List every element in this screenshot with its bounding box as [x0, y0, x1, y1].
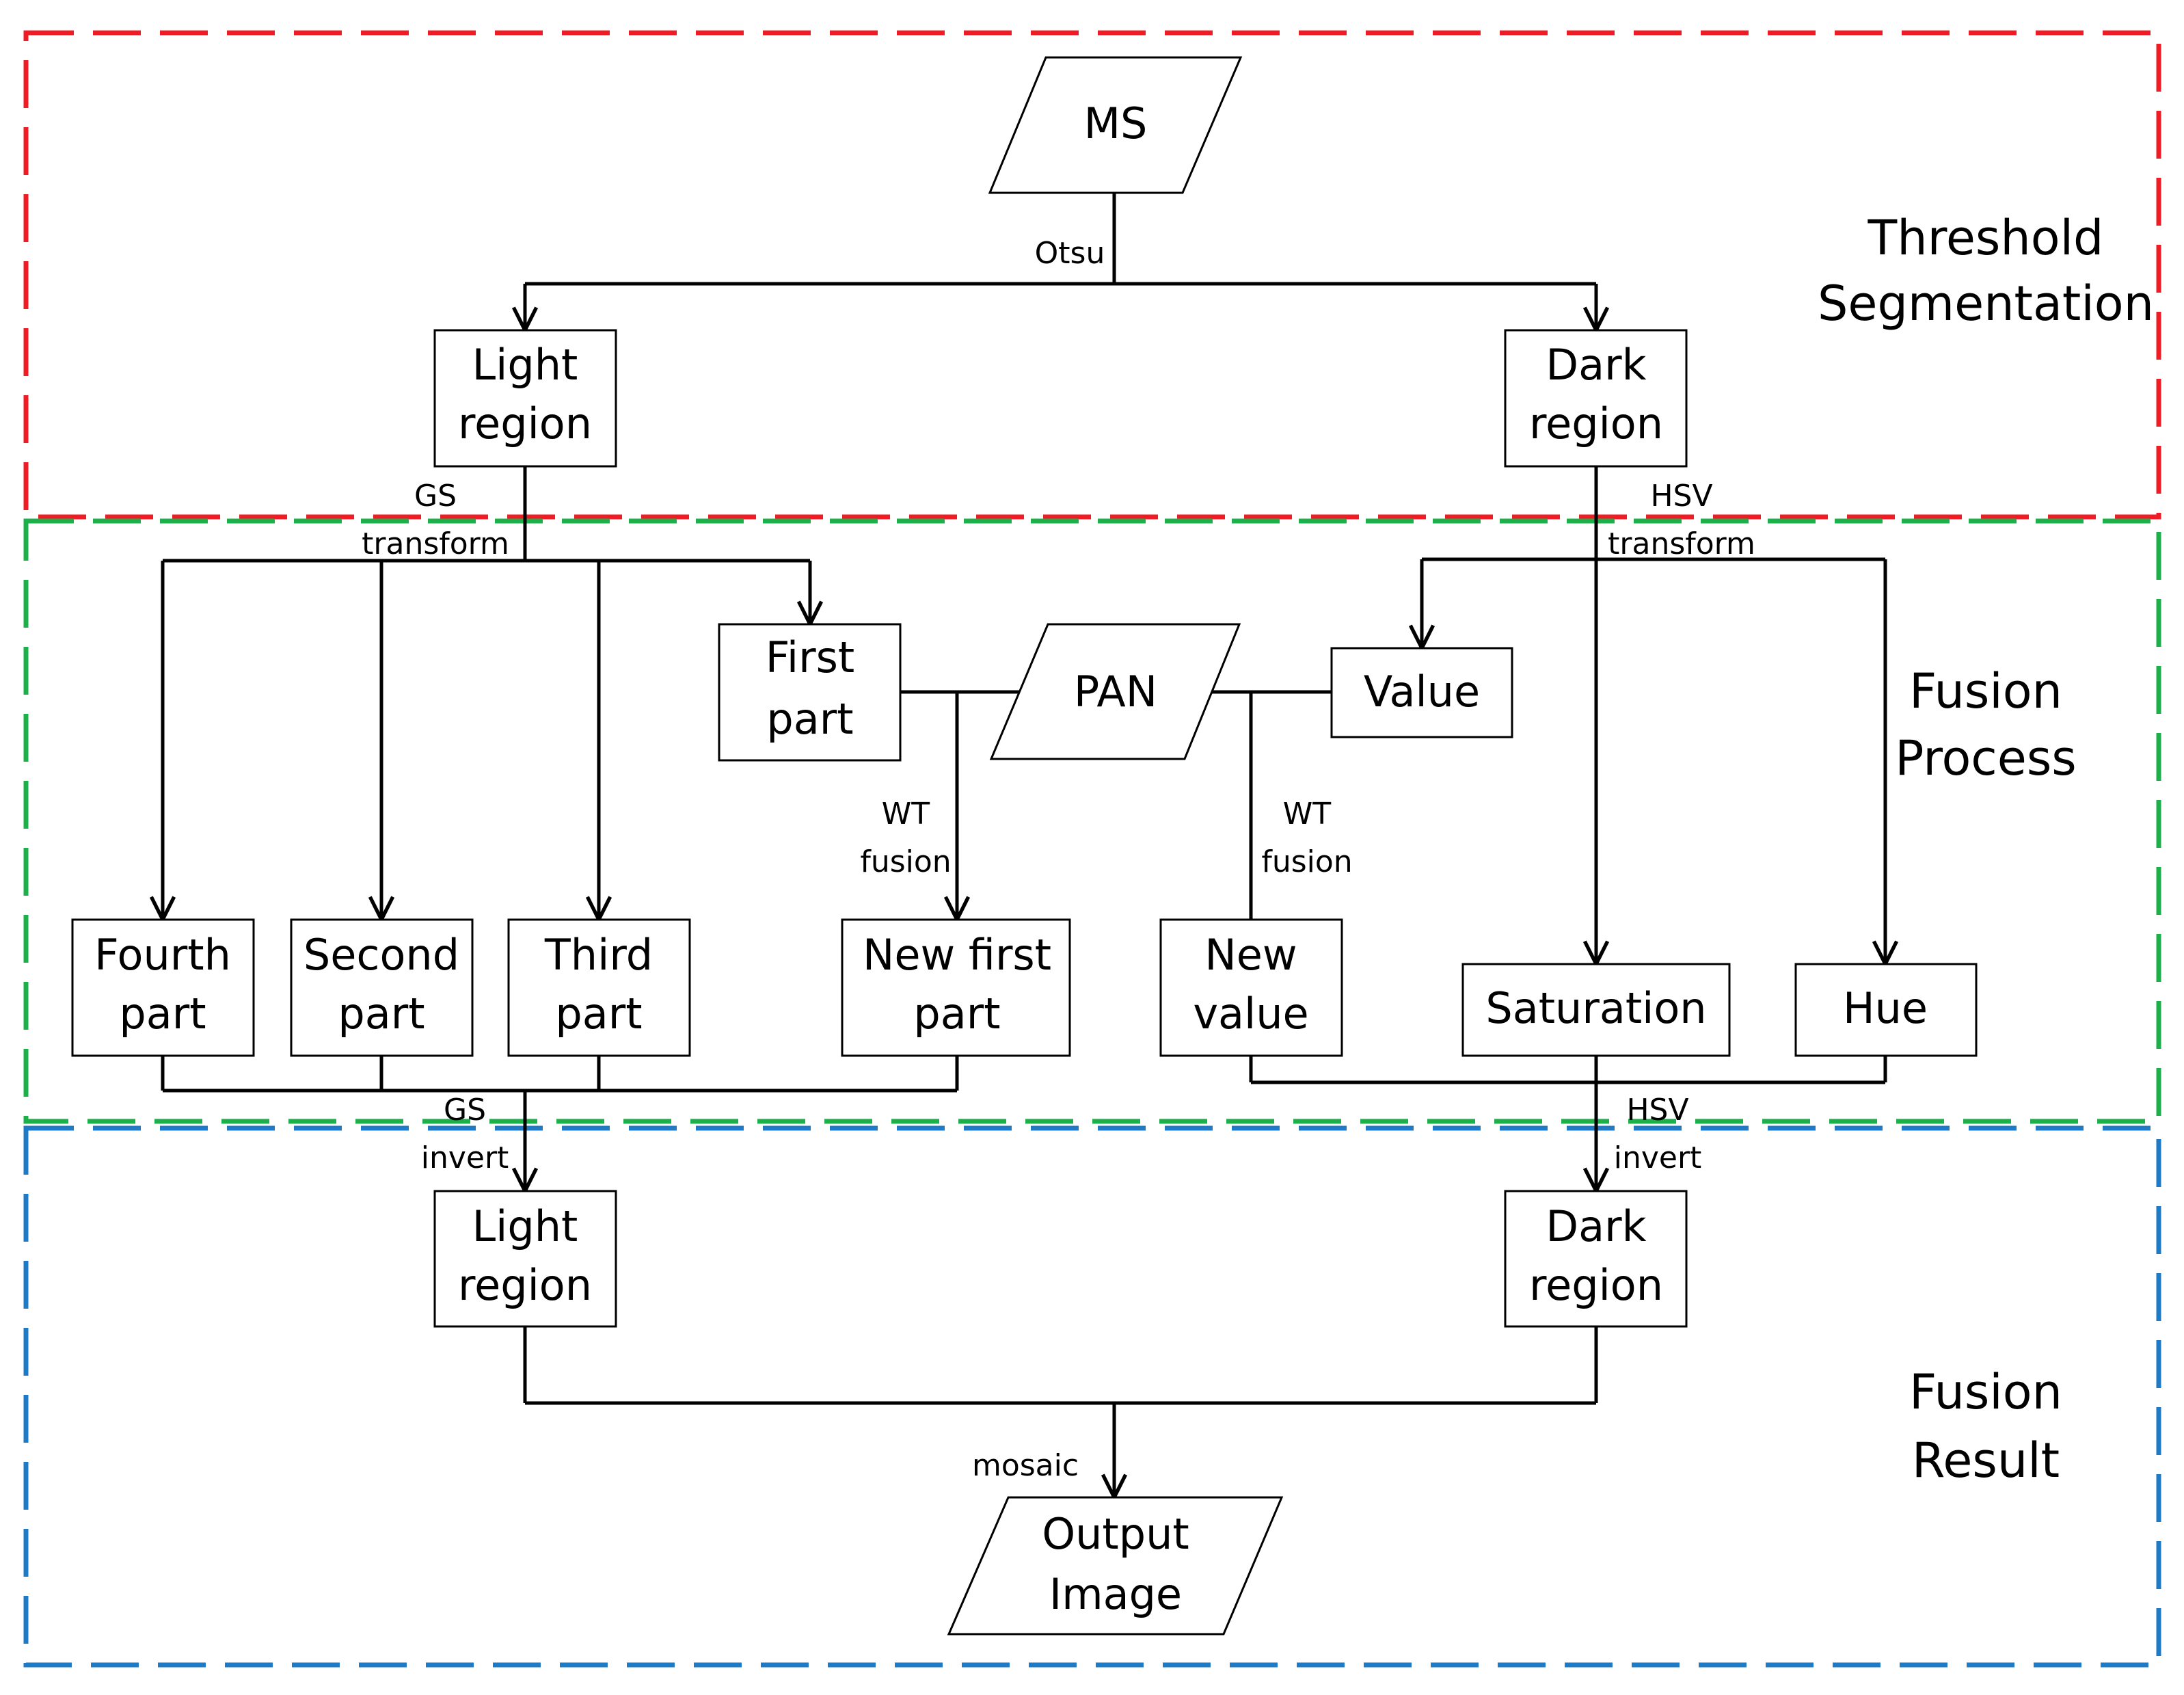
hue-box — [1794, 963, 1978, 1057]
fusion-result-region — [23, 1125, 2161, 1668]
saturation-box — [1461, 963, 1731, 1057]
output-image-data-shape — [947, 1496, 1284, 1636]
threshold-segmentation-region — [23, 30, 2161, 520]
new-first-part-box — [841, 918, 1071, 1057]
first-part-box — [718, 623, 902, 762]
light-region-bottom-box — [433, 1190, 617, 1328]
mosaic-label: mosaic — [972, 1448, 1079, 1483]
second-part-box — [290, 918, 474, 1057]
saturation-label: Saturation — [1485, 983, 1706, 1033]
dark-region-bottom-box — [1504, 1190, 1688, 1328]
fusion-process-region — [23, 518, 2161, 1124]
value-label: Value — [1364, 667, 1480, 717]
light-region-top-box — [433, 329, 617, 468]
fourth-part-box — [71, 918, 255, 1057]
ms-data-shape — [988, 56, 1243, 194]
ms-label: MS — [1084, 98, 1148, 148]
connectors — [163, 193, 1885, 1497]
dark-region-top-box — [1504, 329, 1688, 468]
new-value-box — [1159, 918, 1343, 1057]
third-part-box — [507, 918, 691, 1057]
hue-label: Hue — [1843, 983, 1928, 1033]
otsu-label: Otsu — [1035, 236, 1105, 271]
pan-data-shape — [989, 623, 1241, 760]
pan-label: PAN — [1074, 667, 1157, 717]
value-box — [1330, 647, 1513, 738]
node-shapes — [71, 56, 1978, 1636]
